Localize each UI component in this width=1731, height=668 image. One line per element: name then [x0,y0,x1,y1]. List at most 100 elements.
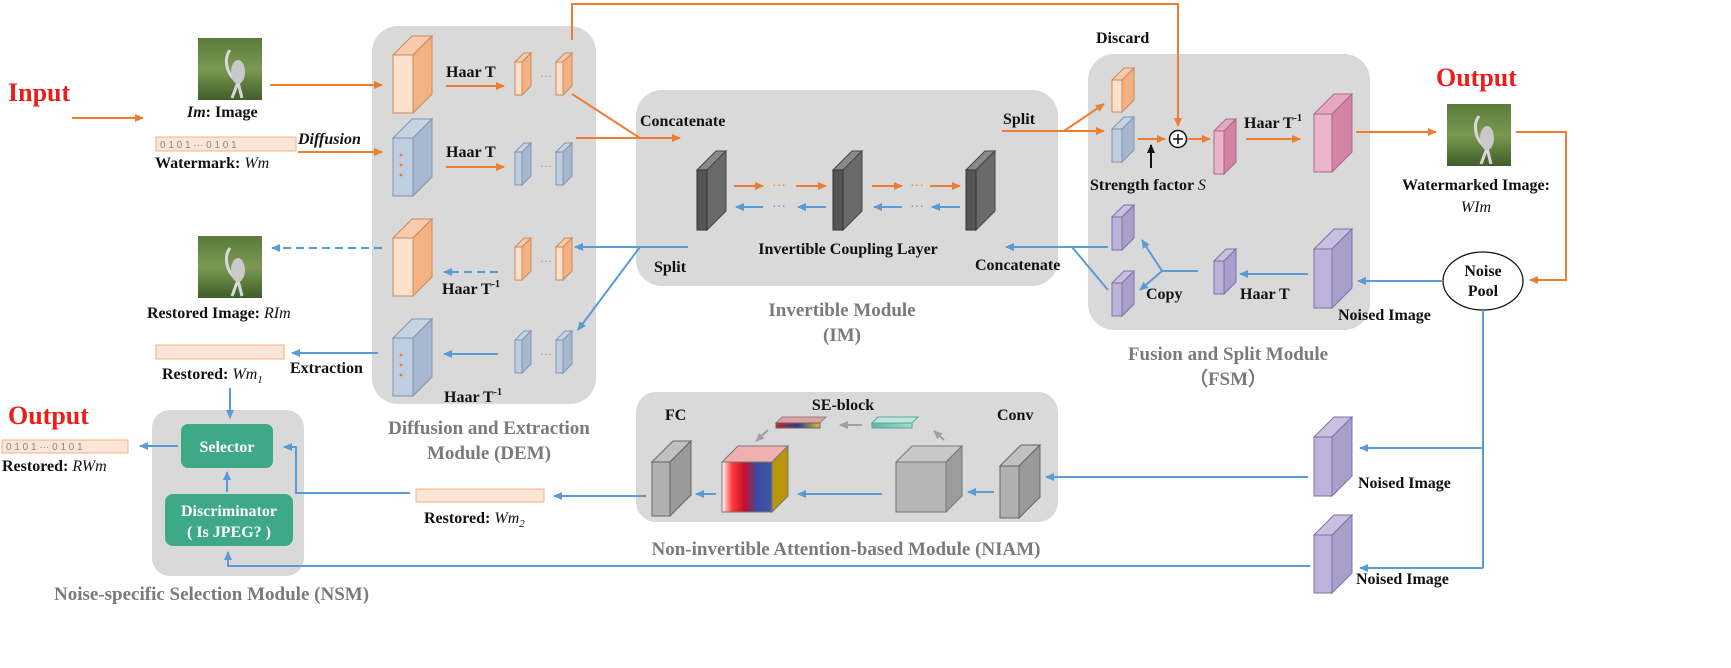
noise-pool-ellipse [1442,251,1524,311]
svg-text:···: ··· [540,347,552,361]
dem-haar-slices-3: ··· [513,236,574,282]
im-title-line2: (IM) [823,325,861,346]
watermarked-image-label: Watermarked Image: [1402,177,1550,194]
se-block-label: SE-block [812,397,874,414]
watermark-bitstring: 0 1 0 1 ··· 0 1 0 1 [155,136,297,152]
dem-image-cube [391,34,434,115]
wm2-to-selector-line [283,443,410,494]
noise-pool-label-2: Pool [1468,283,1499,300]
fsm-kept-slice [1110,115,1136,164]
dem-haar-slices-4: ··· [513,329,574,375]
svg-text:···: ··· [540,254,552,268]
fsm-title-line2: （FSM） [1189,367,1267,390]
noise-pool-label-1: Noise [1464,263,1501,280]
discard-label: Discard [1096,30,1149,47]
discriminator-label-2: ( Is JPEG? ) [187,524,271,541]
restored-wm2-bitstring [415,488,545,503]
input-image-thumbnail [198,38,262,100]
svg-text:···: ··· [540,159,552,173]
image-bypass-line [571,3,1182,127]
output-to-noise-pool-line [1516,131,1567,284]
dem-title-line2: Module (DEM) [427,443,551,464]
fsm-split-up [1063,103,1105,132]
fsm-watermarked-cube [1312,92,1354,174]
watermarked-image-thumbnail [1447,104,1511,166]
svg-text:0 1 0 1 ··· 0 1 0 1: 0 1 0 1 ··· 0 1 0 1 [6,442,83,453]
fsm-title-line1: Fusion and Split Module [1128,344,1328,365]
concatenate-top-label: Concatenate [640,113,725,130]
cube-to-se-grey-arrow [933,430,945,441]
fsm-module-bg [1088,54,1370,330]
conv-label: Conv [997,407,1033,424]
fsm-fused-slice [1212,117,1238,176]
output-left-label: Output [8,401,89,430]
watermark-label: Watermark: Wm [155,155,269,172]
haar-tinv-label-1: Haar T-1 [442,279,500,298]
concatenate-bottom-label: Concatenate [975,257,1060,274]
niam-title: Non-invertible Attention-based Module (N… [652,539,1041,560]
coupling-block-3 [964,149,997,232]
fsm-copy-slice-2 [1110,269,1136,318]
fsm-copy-slice-1 [1110,203,1136,252]
fsm-haar-slice [1212,247,1238,296]
restored-image-thumbnail [198,236,262,298]
copy-label: Copy [1146,286,1182,303]
haar-t-label-1: Haar T [446,64,496,81]
coupling-layer-label: Invertible Coupling Layer [758,241,938,258]
im-fwd-dots-2: ··· [910,179,924,194]
se-bar-colored [774,416,828,429]
watermarked-image-symbol: WIm [1461,199,1491,216]
conv-block [998,443,1042,520]
selector-label: Selector [199,439,254,456]
restored-wm1-bitstring [155,344,285,360]
feature-cube [894,444,964,514]
discriminator-label-1: Discriminator [181,503,277,520]
svg-text:···: ··· [540,69,552,83]
restored-wm1-label: Restored: Wm1 [162,366,263,386]
im-title-line1: Invertible Module [768,300,915,321]
noised-to-discriminator-line [224,551,1310,567]
haar-tinv-label-2: Haar T-1 [444,387,502,406]
im-bwd-dots-2: ··· [910,200,924,215]
dem-watermark-cube [391,117,434,198]
coupling-block-1 [695,149,728,232]
dem-restored-image-cube [391,217,434,298]
im-split-to-dem-2 [577,246,641,331]
fsm-concat-1 [1071,246,1109,291]
dem-haar-slices-2: ··· [513,141,574,187]
noised-cube-mid [1312,415,1354,498]
fsm-noised-cube [1312,227,1354,310]
fsm-discard-slice [1110,66,1136,114]
restored-wm2-label: Restored: Wm2 [424,510,525,530]
selector-box [181,424,273,468]
input-label: Input [8,78,70,107]
im-bwd-dots-1: ··· [772,200,786,215]
dem-extracted-watermark-cube [391,317,434,398]
noised-image-fsm-label: Noised Image [1338,307,1431,324]
strength-factor-label: Strength factor S [1090,177,1206,194]
split-bottom-label: Split [654,259,687,276]
se-bar-teal [870,416,920,429]
haar-tinv-fsm-label: Haar T-1 [1244,113,1302,132]
dem-haar-slices-1: ··· [513,51,574,97]
fc-block [650,439,693,518]
discriminator-box [165,494,293,546]
im-fwd-dots-1: ··· [772,179,786,194]
noised-image-mid-label: Noised Image [1358,475,1451,492]
split-top-label: Split [1003,111,1036,128]
noised-image-bottom-label: Noised Image [1356,571,1449,588]
attention-cube [720,444,790,514]
haar-t-fsm-label: Haar T [1240,286,1290,303]
restored-rwm-bitstring: 0 1 0 1 ··· 0 1 0 1 [1,439,129,454]
dem-to-im-orange-1 [571,93,641,139]
fc-label: FC [665,407,686,424]
noised-cube-bottom [1312,513,1354,595]
se-to-cube-grey-arrow [755,429,769,442]
output-top-label: Output [1436,63,1517,92]
nsm-title: Noise-specific Selection Module (NSM) [54,584,369,605]
diffusion-label: Diffusion [297,131,361,148]
extraction-label: Extraction [290,360,363,377]
dem-title-line1: Diffusion and Extraction [388,418,590,439]
coupling-block-2 [831,149,864,232]
